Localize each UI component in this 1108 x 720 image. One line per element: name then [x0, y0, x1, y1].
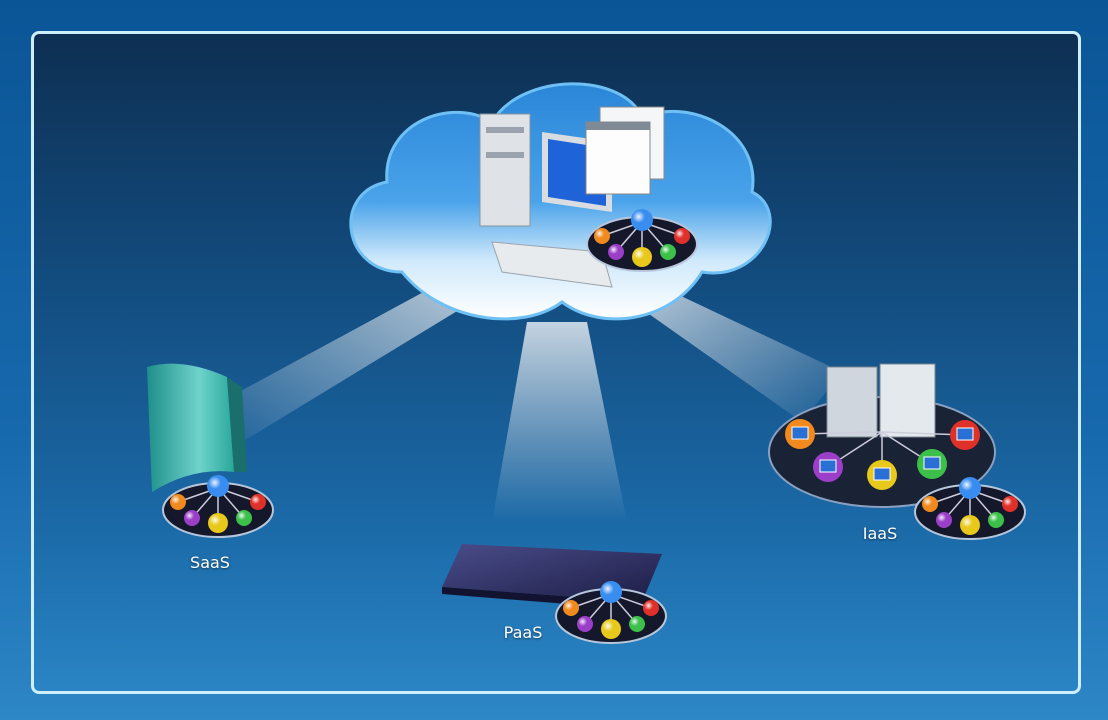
beam-to-paas — [492, 322, 627, 522]
computer-with-windows-icon — [479, 106, 665, 288]
saas-hub-icon — [162, 475, 274, 538]
diagram-canvas — [147, 82, 1026, 644]
node-label-paas: PaaS — [503, 623, 543, 642]
beam-to-saas — [202, 282, 472, 442]
light-beams — [202, 282, 842, 522]
diagram-panel: SaaS PaaS IaaS — [31, 31, 1081, 694]
beam-to-iaas — [632, 287, 842, 422]
iaas-hub-icon — [914, 477, 1026, 540]
datacenter-building-icon — [768, 363, 996, 508]
cloud-hub-icon — [586, 209, 698, 272]
software-box-icon — [147, 363, 247, 492]
node-label-iaas: IaaS — [862, 524, 898, 543]
paas-hub-icon — [555, 581, 667, 644]
node-label-saas: SaaS — [190, 553, 230, 572]
